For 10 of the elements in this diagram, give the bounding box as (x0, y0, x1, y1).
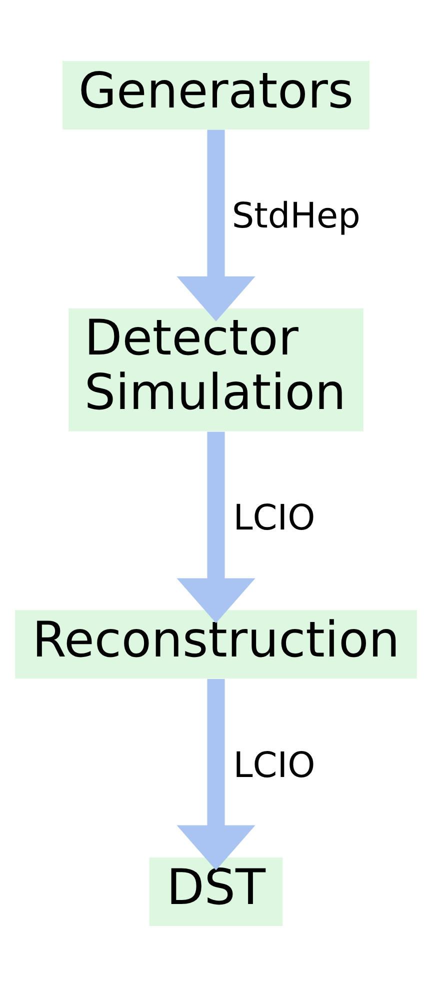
node-box: Detector Simulation (68, 308, 364, 431)
arrow (176, 678, 256, 870)
node-box: Reconstruction (15, 610, 417, 678)
edge-label: StdHep (232, 195, 360, 236)
edge-label: LCIO (233, 496, 316, 538)
node-box: Generators (62, 60, 370, 129)
node-box: DST (149, 857, 283, 926)
arrow (176, 431, 256, 623)
arrow (176, 129, 256, 321)
edge-label: LCIO (233, 744, 316, 786)
